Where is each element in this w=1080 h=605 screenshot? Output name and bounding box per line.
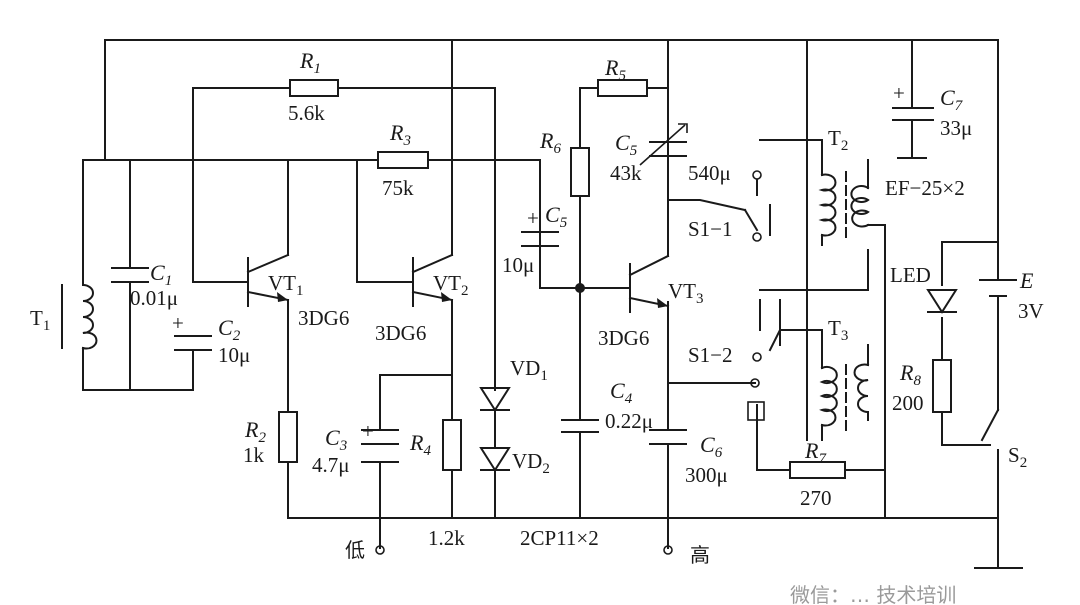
label-r7: R7	[804, 438, 827, 467]
terminal-high	[663, 545, 673, 555]
resistor-r5	[597, 79, 648, 97]
battery-e	[979, 279, 1017, 321]
label-t1: T1	[30, 306, 50, 334]
led	[926, 289, 958, 314]
type-vt1: 3DG6	[298, 306, 349, 330]
value-c5-electrolytic: 10μ	[502, 253, 534, 277]
resistor-r1	[289, 79, 339, 97]
label-t2-core: EF−25×2	[885, 176, 965, 200]
label-led: LED	[890, 263, 931, 287]
switch-s2	[980, 408, 1000, 442]
value-c1: 0.01μ	[130, 286, 178, 310]
capacitor-c6	[649, 429, 687, 459]
label-r6: R6	[539, 128, 561, 157]
capacitor-c4	[561, 419, 599, 433]
label-r8: R8	[899, 360, 921, 389]
resistor-r7	[789, 461, 846, 479]
label-c5-variable: C5	[615, 130, 638, 159]
value-r7: 270	[800, 486, 832, 510]
switch-s1	[747, 170, 771, 421]
resistor-r6	[570, 147, 590, 197]
value-c2: 10μ	[218, 343, 250, 367]
resistor-r2	[278, 411, 298, 463]
label-vt1: VT1	[268, 271, 304, 299]
type-vt3: 3DG6	[598, 326, 649, 350]
type-vt2: 3DG6	[375, 321, 426, 345]
transformer-t2	[818, 171, 870, 241]
label-diode-part: 2CP11×2	[520, 526, 599, 550]
value-r3: 75k	[382, 176, 414, 200]
resistor-r3	[377, 151, 429, 169]
plus-c7: +	[893, 81, 905, 105]
label-r3: R3	[389, 120, 411, 149]
terminal-low	[375, 545, 385, 555]
junction-dot	[575, 283, 585, 293]
plus-c5: +	[527, 206, 539, 230]
value-c3: 4.7μ	[312, 453, 350, 477]
value-c7: 33μ	[940, 116, 972, 140]
plus-c2: +	[172, 311, 184, 335]
capacitor-c1	[111, 267, 149, 283]
diode-vd2	[479, 447, 511, 472]
label-vt2: VT2	[433, 271, 469, 299]
capacitor-c5-variable	[639, 123, 688, 166]
label-t2: T2	[828, 126, 848, 154]
label-low-terminal: 低	[345, 538, 365, 562]
transistor-vt3	[628, 254, 670, 313]
label-c5-electrolytic: C5	[545, 202, 568, 231]
label-vt3: VT3	[668, 279, 704, 307]
plus-c3: +	[362, 419, 374, 443]
label-c1: C1	[150, 260, 172, 289]
value-c4: 0.22μ	[605, 409, 653, 433]
resistor-r4	[442, 419, 462, 471]
transformer-t1	[61, 283, 98, 350]
label-high-terminal: 高	[690, 543, 710, 567]
label-vd2: VD2	[512, 449, 550, 477]
transistor-vt2	[411, 253, 454, 307]
label-vd1: VD1	[510, 356, 548, 384]
label-c3: C3	[325, 425, 347, 454]
capacitor-c5-electrolytic	[521, 231, 559, 247]
transistor-vt1	[246, 253, 290, 307]
label-s1-2: S1−2	[688, 343, 733, 367]
capacitor-c7	[892, 87, 934, 159]
label-r4: R4	[409, 430, 431, 459]
diode-vd1	[479, 387, 511, 449]
value-r8: 200	[892, 391, 924, 415]
value-r1: 5.6k	[288, 101, 325, 125]
resistor-r8	[932, 359, 952, 413]
watermark: 微信：… 技术培训	[790, 583, 956, 605]
label-c4: C4	[610, 378, 633, 407]
value-c6: 300μ	[685, 463, 728, 487]
label-s1-1: S1−1	[688, 217, 733, 241]
label-c7: C7	[940, 85, 964, 114]
label-t3: T3	[828, 316, 848, 344]
capacitor-c2	[174, 335, 212, 351]
label-c2: C2	[218, 315, 241, 344]
transformer-t3	[819, 363, 870, 431]
value-r2: 1k	[243, 443, 265, 467]
label-s1-1-tap: 540μ	[688, 161, 731, 185]
label-e: E	[1019, 268, 1034, 293]
label-r5: R5	[604, 55, 626, 84]
label-r1: R1	[299, 48, 321, 77]
value-c5-variable: 43k	[610, 161, 642, 185]
wiring	[82, 39, 1023, 569]
value-r4: 1.2k	[428, 526, 465, 550]
label-r2: R2	[244, 417, 266, 446]
label-c6: C6	[700, 432, 723, 461]
value-e: 3V	[1018, 299, 1044, 323]
label-s2: S2	[1008, 443, 1027, 471]
capacitor-c3	[361, 429, 399, 463]
